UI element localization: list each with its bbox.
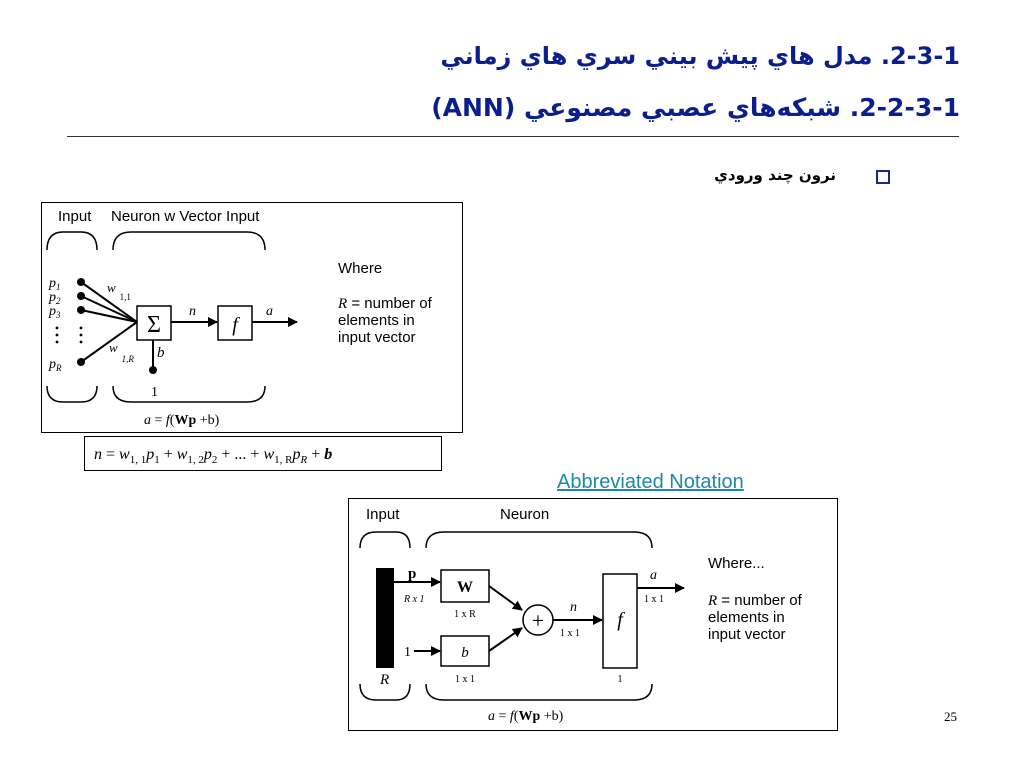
where-label: Where — [338, 260, 382, 277]
r-definition-line3: input vector — [338, 329, 416, 346]
r-definition-line1: R = number of — [707, 592, 803, 609]
page-number: 25 — [944, 709, 957, 724]
neuron-vector-input-diagram: Input Neuron w Vector Input p1 p2 p3 pR … — [41, 202, 463, 433]
square-bullet-icon — [876, 170, 890, 184]
input-label: Input — [58, 208, 92, 225]
bias-dimension: 1 x 1 — [455, 674, 475, 685]
bias-box — [440, 635, 490, 667]
transfer-function-dimension: 1 — [618, 674, 623, 685]
abbreviated-notation-link[interactable]: Abbreviated Notation — [557, 471, 744, 493]
svg-text:p3: p3 — [48, 304, 61, 320]
where-label: Where... — [708, 555, 765, 572]
sigma-icon: Σ — [147, 312, 161, 338]
svg-text:p1: p1 — [48, 276, 61, 292]
neuron-brace-top — [425, 531, 653, 549]
weight-matrix-label: W — [457, 579, 473, 596]
neuron-brace-top — [112, 231, 266, 251]
neuron-formula: a = f(Wp +b) — [144, 413, 220, 428]
weight-label-first: w1,1 — [107, 280, 131, 302]
weighted-input-arrow — [488, 585, 523, 611]
input-p-dimension: R x 1 — [403, 594, 425, 605]
output-label: a — [266, 304, 273, 319]
bias-label: b — [461, 645, 469, 661]
net-input-label: n — [189, 304, 196, 319]
bias-input-one: 1 — [151, 385, 158, 400]
svg-text:pR: pR — [48, 357, 62, 373]
neuron-formula: a = f(Wp +b) — [488, 709, 564, 724]
weight-label-last: w1,R — [109, 340, 134, 364]
r-definition-line2: elements in — [338, 312, 415, 329]
output-dimension: 1 x 1 — [644, 594, 664, 605]
bullet-text: نرون چند ورودي — [714, 166, 836, 184]
transfer-function-box — [602, 573, 638, 669]
input-ellipsis-dots — [55, 326, 83, 344]
input-dimension-r: R — [379, 672, 389, 688]
transfer-function-label: f — [232, 314, 240, 336]
slide-title-secondary: 2-2-3-1. شبکه‌هاي عصبي مصنوعي (ANN) — [431, 93, 960, 122]
bias-input-one: 1 — [404, 645, 411, 660]
input-label: Input — [366, 506, 400, 523]
neuron-brace-bottom — [425, 683, 653, 701]
svg-text:p2: p2 — [48, 290, 61, 306]
input-brace-bottom — [359, 683, 411, 701]
input-p-labels: p1 p2 p3 pR — [48, 276, 62, 373]
output-label: a — [650, 568, 657, 583]
input-brace-top — [46, 231, 98, 251]
plus-icon: + — [532, 608, 544, 633]
transfer-function-label: f — [617, 609, 625, 631]
neuron-label: Neuron w Vector Input — [111, 208, 260, 225]
net-input-equation: n = w1, 1p1 + w1, 2p2 + ... + w1, RpR + … — [84, 436, 442, 471]
r-definition-line1: R = number of — [337, 295, 433, 312]
title-divider — [67, 136, 959, 137]
net-input-dimension: 1 x 1 — [560, 628, 580, 639]
weight-matrix-dimension: 1 x R — [454, 609, 476, 620]
equation-text: n = w1, 1p1 + w1, 2p2 + ... + w1, RpR + … — [94, 446, 332, 466]
abbreviated-notation-diagram: Input Neuron R p R x 1 W 1 x R 1 b 1 x 1… — [348, 498, 838, 731]
input-brace-bottom — [46, 385, 98, 403]
weight-matrix-box — [440, 569, 490, 603]
input-p-label: p — [408, 566, 416, 582]
r-definition-line3: input vector — [708, 626, 786, 643]
bias-label: b — [157, 345, 165, 361]
input-brace-top — [359, 531, 411, 549]
slide-title-primary: 2-3-1. مدل هاي پيش بيني سري هاي زماني — [440, 42, 960, 70]
r-definition-line2: elements in — [708, 609, 785, 626]
bias-to-sum-arrow — [488, 627, 523, 652]
input-vector-bar — [376, 568, 394, 668]
bias-node — [149, 366, 157, 374]
weight-connections — [80, 281, 138, 363]
net-input-label: n — [570, 600, 577, 615]
neuron-brace-bottom — [112, 385, 266, 403]
neuron-label: Neuron — [500, 506, 549, 523]
